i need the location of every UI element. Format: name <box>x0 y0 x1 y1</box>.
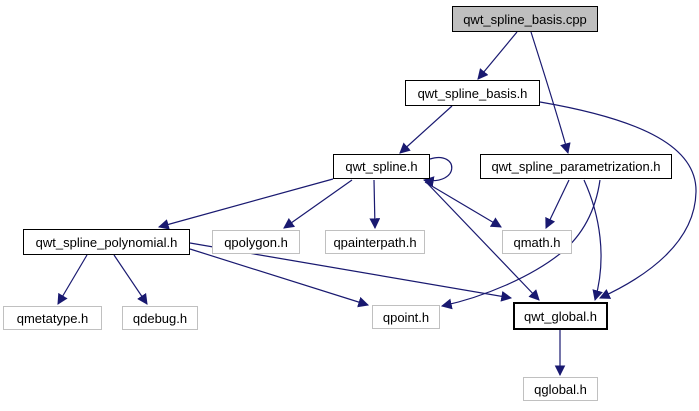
node-qdebug_h: qdebug.h <box>122 306 198 330</box>
edge-qwt_spline_basis_cpp-to-qwt_spline_parametrization_h <box>530 31 571 155</box>
edge-qwt_spline_polynomial_h-to-qmetatype_h <box>57 254 88 305</box>
node-qwt_spline_basis_cpp[interactable]: qwt_spline_basis.cpp <box>452 6 598 32</box>
edge-qwt_spline_polynomial_h-to-qpoint_h <box>189 248 370 308</box>
node-qpainterpath_h: qpainterpath.h <box>325 230 425 254</box>
node-qwt_spline_polynomial_h[interactable]: qwt_spline_polynomial.h <box>23 229 190 255</box>
node-qmath_h: qmath.h <box>502 230 572 254</box>
edge-qwt_spline_parametrization_h-to-qmath_h <box>545 179 570 229</box>
node-qpolygon_h: qpolygon.h <box>212 230 300 254</box>
edge-qwt_spline_h-to-qmath_h <box>424 181 502 228</box>
edge-qwt_spline_parametrization_h-to-qwt_global_h <box>583 179 603 302</box>
node-qwt_spline_h[interactable]: qwt_spline.h <box>333 154 430 179</box>
edge-qwt_spline_polynomial_h-to-qdebug_h <box>113 254 148 305</box>
edge-qwt_spline_basis_h-to-qwt_spline_h <box>399 105 453 154</box>
edge-qwt_spline_h-to-qpolygon_h <box>283 179 353 229</box>
edge-qwt_spline_h-to-qpainterpath_h <box>369 179 381 230</box>
edge-qwt_spline_h-to-qwt_global_h <box>426 182 540 301</box>
edge-qwt_spline_basis_h-to-qwt_global_h <box>539 101 697 299</box>
node-qglobal_h: qglobal.h <box>523 377 598 401</box>
node-qmetatype_h: qmetatype.h <box>3 306 102 330</box>
edge-qwt_spline_h-to-qwt_spline_h <box>422 156 453 187</box>
node-qpoint_h: qpoint.h <box>372 305 440 329</box>
edge-qwt_spline_basis_cpp-to-qwt_spline_basis_h <box>477 31 518 80</box>
node-qwt_global_h[interactable]: qwt_global.h <box>513 302 608 330</box>
node-qwt_spline_basis_h[interactable]: qwt_spline_basis.h <box>405 80 540 106</box>
node-qwt_spline_parametrization_h[interactable]: qwt_spline_parametrization.h <box>480 154 672 179</box>
edge-qwt_spline_h-to-qwt_spline_polynomial_h <box>157 178 334 230</box>
